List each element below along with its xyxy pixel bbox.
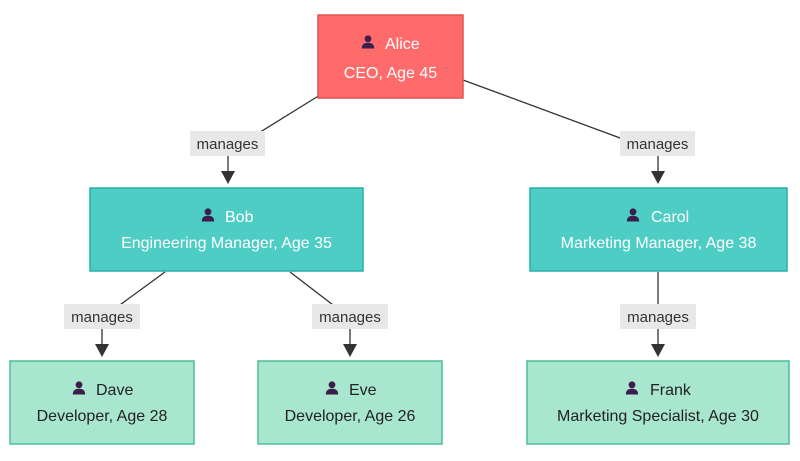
node-detail: Engineering Manager, Age 35 — [121, 235, 332, 252]
node-name: Carol — [651, 209, 689, 226]
node-name: Frank — [650, 382, 692, 399]
node-dave[interactable]: Dave Developer, Age 28 — [9, 360, 195, 445]
node-name: Dave — [96, 382, 133, 399]
node-name: Alice — [385, 36, 420, 53]
node-name: Bob — [225, 209, 254, 226]
edge-carol-frank: manages — [620, 272, 696, 357]
edge-alice-carol: manages — [462, 79, 695, 184]
edge-label: manages — [71, 309, 133, 326]
node-frank[interactable]: Frank Marketing Specialist, Age 30 — [526, 360, 790, 445]
edge-alice-bob: manages — [190, 94, 321, 184]
node-detail: Marketing Manager, Age 38 — [561, 235, 757, 252]
node-carol[interactable]: Carol Marketing Manager, Age 38 — [529, 187, 788, 272]
node-eve[interactable]: Eve Developer, Age 26 — [257, 360, 443, 445]
node-detail: Marketing Specialist, Age 30 — [557, 408, 759, 425]
edge-label: manages — [319, 309, 381, 326]
edge-label: manages — [627, 309, 689, 326]
node-alice[interactable]: Alice CEO, Age 45 — [317, 14, 464, 99]
edge-label: manages — [197, 136, 259, 153]
edge-bob-dave: manages — [64, 271, 166, 357]
node-bob[interactable]: Bob Engineering Manager, Age 35 — [89, 187, 364, 272]
node-name: Eve — [349, 382, 377, 399]
edge-bob-eve: manages — [289, 271, 388, 357]
node-detail: Developer, Age 28 — [37, 408, 168, 425]
edge-label: manages — [627, 136, 689, 153]
node-detail: CEO, Age 45 — [344, 65, 437, 82]
node-detail: Developer, Age 26 — [285, 408, 416, 425]
